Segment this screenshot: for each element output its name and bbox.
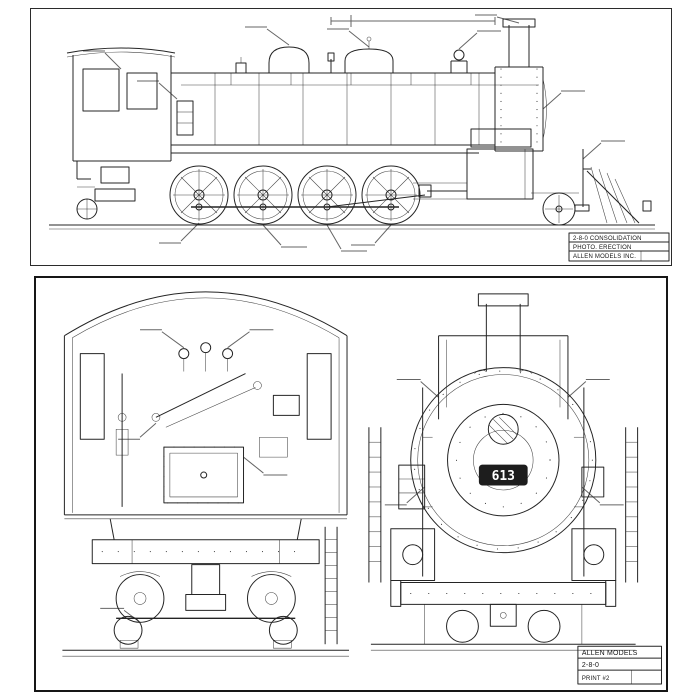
- rear-rails: [62, 649, 350, 657]
- rear-frame: [64, 518, 348, 565]
- dimension-lines: [330, 15, 496, 27]
- steam-dome: [265, 46, 313, 74]
- cab-rear: [63, 291, 348, 516]
- rear-beam: [91, 539, 320, 565]
- title-print: PRINT #2: [582, 676, 610, 682]
- locomotive-number: 613: [492, 469, 515, 484]
- front-wheels: [446, 609, 561, 643]
- front-smokestack: [474, 293, 533, 374]
- front-callout-leaders: [384, 379, 624, 506]
- cylinder-assembly: [326, 128, 534, 208]
- rear-callout-leaders: [100, 329, 288, 623]
- firebox-door-panel: [163, 446, 245, 504]
- title-block: 2-8-0 CONSOLIDATION PHOTO. ERECTION ALLE…: [568, 232, 670, 262]
- front-ladders: [368, 427, 639, 583]
- rear-ladder: [324, 526, 338, 645]
- main-rod: [326, 194, 426, 208]
- title-block: ALLEN MODELS 2-8-0 PRINT #2: [577, 645, 662, 685]
- boiler: [171, 72, 539, 154]
- drivers: [169, 165, 421, 225]
- title-model: 2-8-0: [582, 662, 599, 669]
- pilot-cowcatcher: [574, 149, 652, 224]
- side-elevation-drawing: 2-8-0 CONSOLIDATION PHOTO. ERECTION ALLE…: [49, 14, 670, 262]
- rear-front-elevation-panel: 613: [34, 276, 668, 692]
- rear-front-elevation-drawing: 613: [62, 291, 662, 685]
- under-cab-appliances: [76, 166, 136, 220]
- rear-running-gear: [113, 564, 298, 649]
- smokebox-door: [447, 403, 560, 517]
- title-line-3: ALLEN MODELS INC.: [573, 254, 636, 260]
- side-elevation-panel: 2-8-0 CONSOLIDATION PHOTO. ERECTION ALLE…: [30, 8, 672, 266]
- title-line-2: PHOTO. ERECTION: [573, 245, 632, 251]
- front-coupler: [489, 603, 517, 627]
- cab-behind: [438, 335, 569, 420]
- generator: [235, 57, 247, 74]
- rear-elevation: [62, 291, 350, 657]
- smokebox: [494, 66, 547, 152]
- rails: [49, 224, 655, 230]
- whistle: [327, 52, 335, 73]
- rear-window-left: [79, 353, 105, 440]
- front-cylinders: [390, 528, 617, 582]
- smokestack: [502, 18, 536, 67]
- title-company: ALLEN MODELS: [582, 650, 638, 657]
- pilot-beam: [390, 580, 617, 607]
- front-elevation: 613: [368, 293, 639, 651]
- front-base-rails: [370, 604, 636, 651]
- number-plate: 613: [478, 464, 528, 486]
- smokebox-front: [410, 367, 597, 554]
- bell: [450, 49, 468, 73]
- rear-window-right: [306, 353, 332, 440]
- title-line-1: 2-8-0 CONSOLIDATION: [573, 236, 642, 242]
- headlight: [487, 413, 519, 445]
- bolt-ring-outer: [413, 370, 593, 550]
- pilot-truck: [531, 192, 579, 226]
- rear-coupler: [191, 564, 221, 595]
- sand-dome: [344, 36, 394, 73]
- callout-leaders: [83, 14, 625, 252]
- backhead-fittings: [115, 342, 300, 507]
- bolt-ring-inner: [455, 412, 551, 508]
- air-pump: [176, 100, 194, 136]
